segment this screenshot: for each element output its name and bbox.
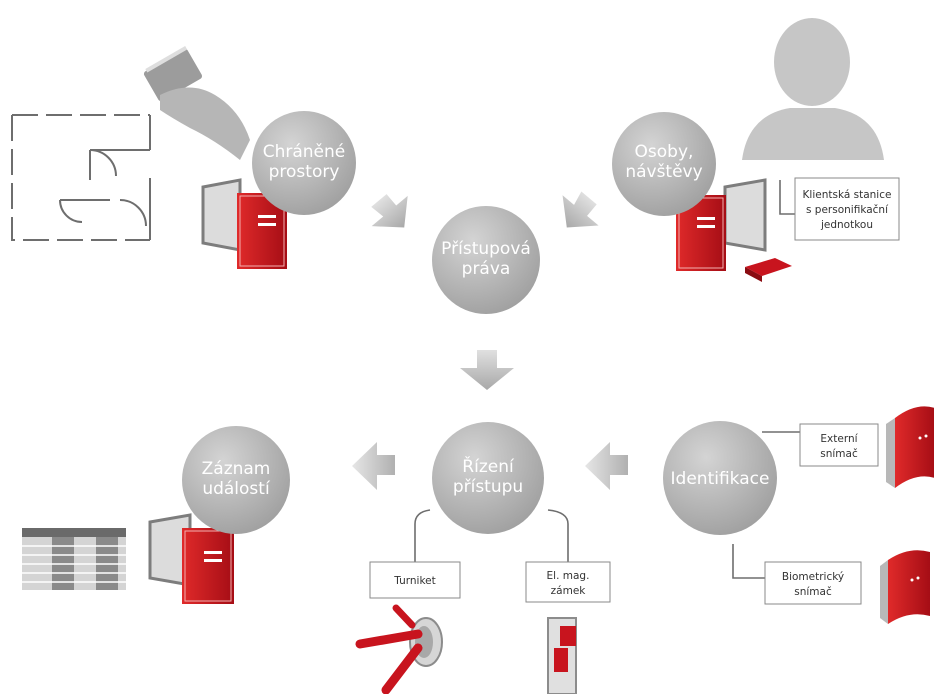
node-rizeni-pristupu-line2: přístupu — [453, 477, 523, 497]
node-osoby-navstevy: Osoby, návštěvy — [612, 112, 716, 216]
label-el-mag-zamek-line2: zámek — [551, 585, 587, 597]
label-klientska-stanice-line1: Klientská stanice — [803, 189, 892, 201]
biometric-reader-device-icon — [880, 550, 930, 624]
node-pristupova-prava: Přístupová práva — [432, 206, 540, 314]
arrow-chranene-to-prava — [371, 194, 408, 228]
node-chranene-prostory-line2: prostory — [269, 162, 340, 182]
node-zaznam-udalosti-line1: Záznam — [202, 459, 271, 479]
computer-station-top-left — [201, 178, 287, 269]
person-silhouette-icon — [742, 18, 884, 160]
computer-station-bottom-left — [148, 513, 234, 604]
node-pristupova-prava-line1: Přístupová — [441, 239, 531, 259]
label-el-mag-zamek-line1: El. mag. — [547, 570, 590, 582]
label-klientska-stanice-line2: s personifikační — [806, 204, 889, 216]
arrow-identifikace-to-rizeni — [585, 442, 628, 490]
label-externi-snimac: Externí snímač — [799, 423, 879, 467]
node-zaznam-udalosti: Záznam událostí — [182, 426, 290, 534]
arrow-osoby-to-prava — [562, 191, 599, 228]
label-turniket-line1: Turniket — [393, 575, 435, 587]
label-klientska-stanice-line3: jednotkou — [820, 219, 873, 231]
node-pristupova-prava-line2: práva — [462, 259, 511, 279]
external-reader-device-icon — [886, 406, 934, 488]
node-zaznam-udalosti-line2: událostí — [202, 479, 271, 499]
label-externi-snimac-line2: snímač — [820, 448, 858, 460]
node-osoby-navstevy-line1: Osoby, — [635, 142, 694, 162]
arrow-prava-to-rizeni — [460, 350, 514, 390]
node-rizeni-pristupu-line1: Řízení — [462, 455, 515, 477]
label-biometricky-snimac-line2: snímač — [794, 586, 832, 598]
label-biometricky-snimac-line1: Biometrický — [782, 571, 844, 583]
node-identifikace-line1: Identifikace — [671, 469, 770, 489]
magnetic-lock-icon — [547, 617, 577, 694]
label-turniket: Turniket — [369, 561, 461, 599]
node-chranene-prostory-line1: Chráněné — [263, 142, 346, 162]
label-biometricky-snimac: Biometrický snímač — [764, 561, 862, 605]
arrow-rizeni-to-zaznam — [352, 442, 395, 490]
node-identifikace: Identifikace — [663, 421, 777, 535]
node-osoby-navstevy-line2: návštěvy — [625, 162, 702, 182]
connector-lines — [414, 180, 800, 579]
node-chranene-prostory: Chráněné prostory — [252, 111, 356, 215]
floor-plan-icon — [11, 114, 151, 241]
event-log-table-icon — [22, 528, 126, 590]
label-el-mag-zamek: El. mag. zámek — [525, 561, 611, 603]
hand-card-icon — [143, 46, 250, 160]
label-externi-snimac-line1: Externí — [820, 433, 858, 445]
label-klientska-stanice: Klientská stanice s personifikační jedno… — [794, 177, 900, 241]
turnstile-icon — [355, 604, 443, 694]
node-rizeni-pristupu: Řízení přístupu — [432, 422, 544, 534]
